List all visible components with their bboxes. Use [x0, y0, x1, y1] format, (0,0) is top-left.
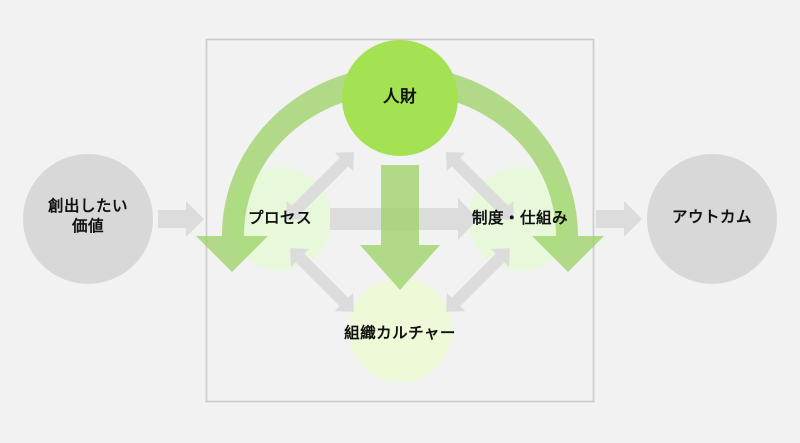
process-culture-arrow — [290, 248, 354, 312]
soshiki-culture-node-shape — [348, 278, 452, 382]
gray-diagonal-arrows — [286, 152, 514, 312]
jinzai-seido-arrow — [446, 152, 514, 220]
jinzai-arc-arrow — [196, 66, 604, 272]
value-to-framework-arrow — [158, 201, 204, 237]
process-jinzai-arrow — [286, 152, 354, 220]
outcome-node-shape — [647, 154, 777, 284]
culture-seido-arrow — [446, 248, 510, 312]
input-value-node-shape — [23, 154, 153, 284]
framework-to-outcome-arrow — [596, 201, 642, 237]
jinzai-to-culture-arrow — [360, 165, 440, 290]
jinzai-node-shape — [342, 40, 458, 156]
inner-framework-box — [205, 38, 595, 403]
